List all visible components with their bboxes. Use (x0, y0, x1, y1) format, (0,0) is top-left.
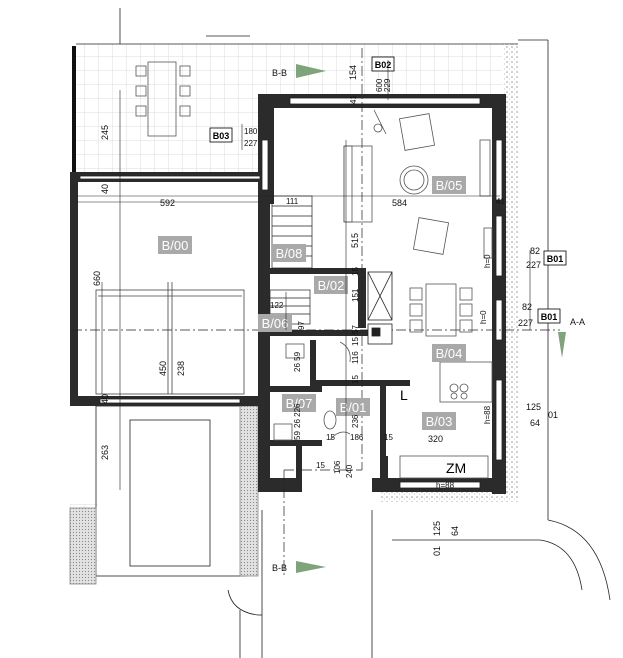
dim-82-lower: 82 (522, 302, 532, 312)
svg-text:B/05: B/05 (436, 178, 463, 193)
dim-15-a: 15 (351, 267, 360, 276)
room-b08-tag: B/08 (272, 244, 306, 262)
dim-15-d: 15 (326, 433, 335, 442)
svg-text:B03: B03 (213, 131, 230, 141)
dim-64-right: 64 (530, 418, 540, 428)
dim-26-59: 26 59 (293, 351, 302, 372)
svg-text:B/00: B/00 (162, 238, 189, 253)
windows (79, 97, 503, 489)
svg-text:B/06: B/06 (262, 316, 289, 331)
h0-lower: h=0 (479, 310, 488, 324)
dim-660: 660 (92, 271, 102, 286)
dim-227-lower: 227 (518, 318, 533, 328)
gravel-strip (380, 44, 518, 502)
dim-111: 111 (286, 197, 299, 206)
section-aa: A-A (570, 317, 585, 327)
svg-text:B/04: B/04 (436, 346, 463, 361)
code-b02: B02 (371, 56, 395, 72)
dim-180: 180 (244, 127, 258, 136)
dimension-lines (76, 60, 531, 490)
room-b01-tag: B/01 (336, 398, 370, 416)
svg-text:B02: B02 (375, 60, 392, 70)
dim-40-bottom: 40 (100, 394, 110, 404)
dim-41-top: 41 (349, 95, 358, 104)
svg-text:B/08: B/08 (276, 246, 303, 261)
dim-600: 600 (375, 78, 384, 92)
room-b03-tag: B/03 (422, 412, 456, 430)
dim-106: 106 (333, 460, 342, 474)
dim-57: 57 (351, 325, 360, 334)
section-arrows (296, 64, 566, 573)
code-01-right: 01 (548, 410, 558, 420)
driveway (69, 405, 259, 585)
h88-bottom: h=88 (436, 481, 455, 490)
dim-236: 236 (351, 414, 360, 428)
dim-151: 151 (351, 288, 360, 302)
dim-584: 584 (392, 198, 407, 208)
section-bb-bottom: B-B (272, 563, 287, 573)
svg-text:B01: B01 (547, 254, 564, 264)
dim-240: 240 (345, 464, 354, 478)
dim-97: 97 (297, 321, 306, 330)
dim-515: 515 (350, 233, 360, 248)
dim-592: 592 (160, 198, 175, 208)
svg-text:B01: B01 (541, 312, 558, 322)
zm-label: ZM (446, 460, 466, 476)
chimney (367, 271, 393, 345)
h0-upper: h=0 (483, 254, 492, 268)
code-01-bottom: 01 (432, 546, 442, 556)
dim-320: 320 (428, 434, 443, 444)
dim-41-right: 41 (496, 197, 505, 206)
dim-263: 263 (100, 445, 110, 460)
dim-238-garage: 238 (176, 361, 186, 376)
code-b03: B03 (209, 127, 233, 143)
dim-116: 116 (351, 351, 360, 364)
dim-122: 122 (270, 301, 284, 310)
dim-227-b03: 227 (244, 139, 258, 148)
svg-text:B/01: B/01 (340, 400, 367, 415)
code-b01-upper: B01 (543, 250, 567, 266)
room-b04-tag: B/04 (432, 344, 466, 362)
dim-15-b: 15 (351, 337, 360, 346)
dim-229: 229 (383, 78, 392, 92)
dim-450: 450 (158, 361, 168, 376)
dim-245: 245 (100, 125, 110, 140)
dim-59-b: 59 (293, 431, 302, 440)
svg-text:B/02: B/02 (318, 278, 345, 293)
dim-125-bottom: 125 (432, 521, 442, 536)
dim-15-e: 15 (384, 433, 393, 442)
dim-26-226: 26 226 (293, 403, 302, 428)
dim-15-f: 15 (316, 461, 325, 470)
svg-text:B/03: B/03 (426, 414, 453, 429)
h88-kitchen: h=88 (483, 405, 492, 424)
dim-154: 154 (348, 65, 358, 80)
dim-40-top: 40 (100, 184, 110, 194)
garage-door (95, 282, 245, 395)
l-label: L (400, 387, 408, 403)
dim-227-upper: 227 (526, 260, 541, 270)
room-b00-tag: B/00 (158, 236, 192, 254)
terrace-edge (72, 46, 76, 172)
room-b07-tag: B/07 (282, 394, 316, 412)
furniture (135, 61, 493, 479)
room-b05-tag: B/05 (432, 176, 466, 194)
dim-82-upper: 82 (530, 246, 540, 256)
dim-15-c: 15 (351, 375, 360, 384)
dim-64-bottom: 64 (450, 526, 460, 536)
section-line-bb (283, 48, 363, 575)
room-b02-tag: B/02 (314, 276, 348, 294)
dim-186: 186 (350, 433, 364, 442)
svg-text:B/07: B/07 (286, 396, 313, 411)
dim-125-right: 125 (526, 402, 541, 412)
code-b01-lower: B01 (537, 308, 561, 324)
room-b06-tag: B/06 (258, 314, 292, 332)
section-bb-top: B-B (272, 68, 287, 78)
